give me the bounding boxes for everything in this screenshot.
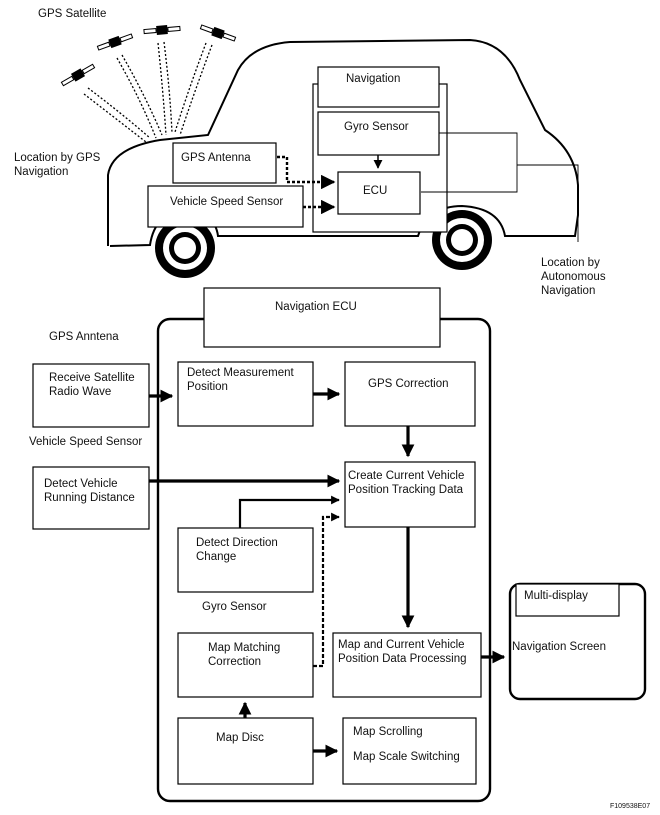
receive-satellite-label: Receive Satellite Radio Wave — [49, 372, 135, 398]
navigation-screen-label: Navigation Screen — [512, 641, 606, 653]
gps-correction-label: GPS Correction — [368, 378, 449, 390]
map-matching-label: Map Matching Correction — [208, 642, 281, 668]
gps-anntena-heading: GPS Anntena — [49, 331, 119, 343]
top-navigation-label: Navigation — [346, 73, 401, 85]
top-vehicle-speed-sensor-box — [147, 185, 304, 228]
map-current-processing-label: Map and Current Vehicle Position Data Pr… — [338, 639, 467, 665]
top-connectors — [277, 132, 579, 242]
create-current-label: Create Current Vehicle Position Tracking… — [348, 470, 465, 496]
detect-vehicle-running-label: Detect Vehicle Running Distance — [44, 478, 135, 504]
figure-code: F109538E07 — [610, 803, 651, 810]
location-by-autonomous-label: Location by Autonomous Navigation — [541, 257, 606, 297]
map-scrolling-label: Map Scrolling — [353, 726, 423, 738]
map-matching-box — [177, 632, 314, 698]
navigation-ecu-label: Navigation ECU — [275, 301, 357, 313]
gps-satellite-label: GPS Satellite — [38, 8, 107, 20]
gyro-sensor-heading: Gyro Sensor — [202, 601, 267, 613]
map-disc-label: Map Disc — [216, 732, 264, 744]
receive-satellite-box — [32, 363, 150, 428]
front-wheel — [155, 218, 215, 278]
top-gyro-sensor-label: Gyro Sensor — [344, 121, 409, 133]
map-scrolling-box — [342, 717, 477, 785]
detect-vehicle-running-box — [32, 466, 150, 530]
detect-measurement-label: Detect Measurement Position — [187, 367, 294, 393]
map-current-processing-box — [332, 632, 482, 698]
detect-direction-label: Detect Direction Change — [196, 537, 278, 563]
top-gps-antenna-box — [172, 142, 277, 184]
satellite-signal-waves — [83, 41, 213, 143]
multi-display-box — [508, 582, 647, 701]
map-scale-switching-label: Map Scale Switching — [353, 751, 460, 763]
top-vehicle-speed-sensor-label: Vehicle Speed Sensor — [170, 196, 284, 208]
rear-wheel — [432, 210, 492, 270]
detect-measurement-box — [177, 361, 314, 427]
detect-direction-box — [177, 527, 314, 593]
map-disc-box — [177, 717, 314, 785]
vehicle-speed-sensor-heading: Vehicle Speed Sensor — [29, 436, 143, 448]
multi-display-label: Multi-display — [524, 590, 588, 602]
navigation-ecu-title-box — [203, 287, 441, 348]
flow-arrows — [149, 387, 506, 758]
top-gps-antenna-label: GPS Antenna — [181, 152, 251, 164]
create-current-box — [344, 461, 476, 528]
gps-correction-box — [344, 361, 476, 427]
location-by-gps-label: Location by GPS Navigation — [14, 152, 101, 178]
flow-boxes — [32, 361, 482, 785]
top-ecu-label: ECU — [363, 185, 388, 197]
satellite-icon — [60, 24, 237, 87]
